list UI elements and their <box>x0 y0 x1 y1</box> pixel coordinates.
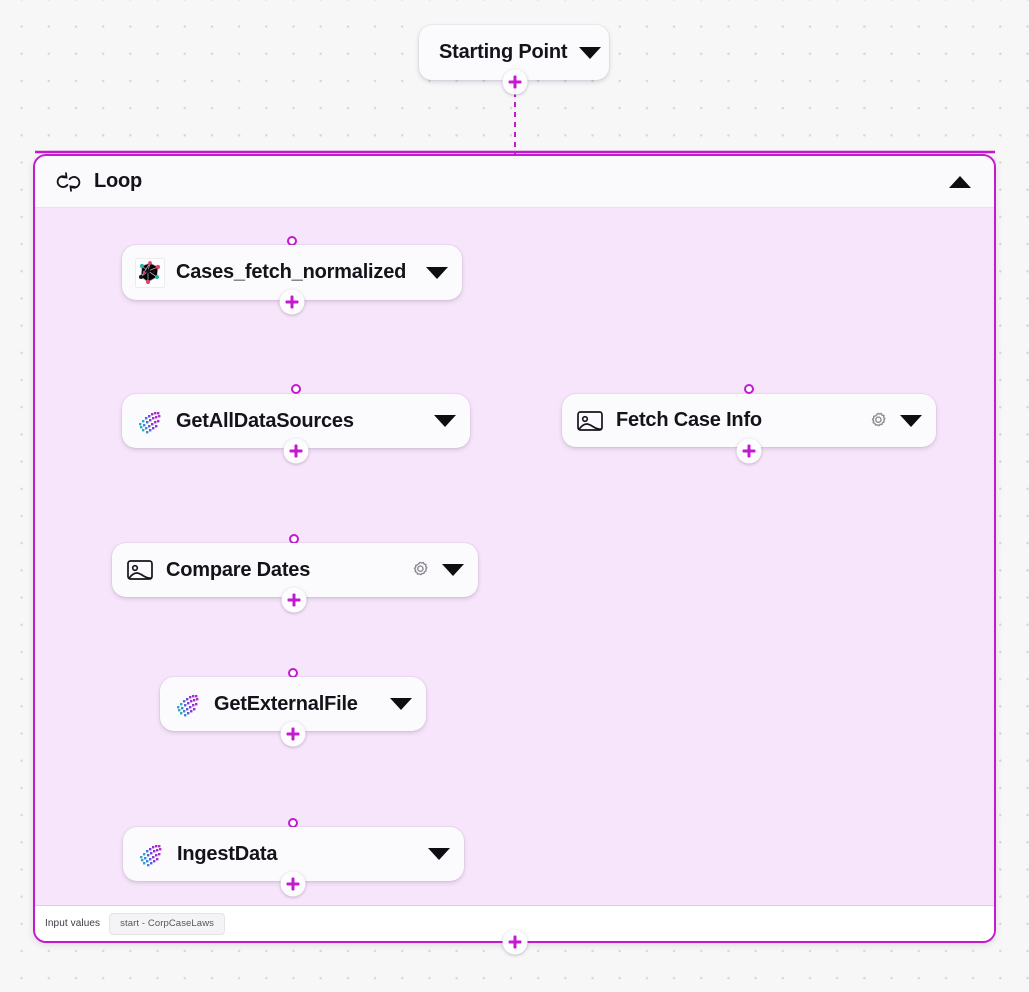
network-graph-icon <box>135 257 165 288</box>
loop-footer: Input values start - CorpCaseLaws <box>35 905 994 941</box>
image-placeholder-icon <box>125 555 155 585</box>
chevron-down-icon[interactable] <box>900 414 922 427</box>
data-swirl-icon <box>136 839 166 869</box>
node-compare-dates[interactable]: Compare Dates <box>112 543 478 597</box>
node-label: IngestData <box>177 842 278 865</box>
starting-point-label: Starting Point <box>439 41 568 63</box>
input-port-fetchcase[interactable] <box>744 384 754 394</box>
chevron-down-icon[interactable] <box>428 848 450 860</box>
add-node-button-after-comparedates[interactable] <box>281 587 307 613</box>
gear-icon[interactable] <box>868 411 888 431</box>
loop-arrows-icon <box>55 171 82 193</box>
input-values-label: Input values <box>45 918 101 929</box>
add-node-button-after-cases[interactable] <box>279 289 305 315</box>
node-label: Fetch Case Info <box>616 409 762 431</box>
node-label: GetAllDataSources <box>176 409 354 432</box>
node-get-all-data-sources[interactable]: GetAllDataSources <box>122 394 470 448</box>
node-fetch-case-info[interactable]: Fetch Case Info <box>562 394 936 447</box>
chevron-down-icon[interactable] <box>579 46 602 59</box>
image-placeholder-icon <box>575 406 605 436</box>
loop-header[interactable]: Loop <box>35 156 994 208</box>
node-label: Compare Dates <box>166 558 311 581</box>
input-port-datasources[interactable] <box>291 384 301 394</box>
chevron-down-icon[interactable] <box>434 415 456 427</box>
chevron-down-icon[interactable] <box>390 698 412 710</box>
node-get-external-file[interactable]: GetExternalFile <box>160 677 426 731</box>
add-node-button-after-external[interactable] <box>280 721 306 747</box>
node-label: Cases_fetch_normalized <box>176 261 407 283</box>
add-node-button-after-starting-point[interactable] <box>502 69 528 95</box>
chevron-up-icon[interactable] <box>949 175 971 188</box>
add-node-button-after-datasources[interactable] <box>283 438 309 464</box>
gear-icon[interactable] <box>410 560 430 580</box>
loop-title: Loop <box>94 170 143 192</box>
chevron-down-icon[interactable] <box>442 564 464 576</box>
chevron-down-icon[interactable] <box>426 266 448 279</box>
data-swirl-icon <box>135 406 165 436</box>
node-label: GetExternalFile <box>214 692 358 715</box>
add-node-button-after-loop[interactable] <box>502 929 528 955</box>
data-swirl-icon <box>173 689 203 719</box>
input-value-chip[interactable]: start - CorpCaseLaws <box>109 912 226 935</box>
add-node-button-after-fetchcase[interactable] <box>736 438 762 464</box>
add-node-button-after-ingest[interactable] <box>280 871 306 897</box>
